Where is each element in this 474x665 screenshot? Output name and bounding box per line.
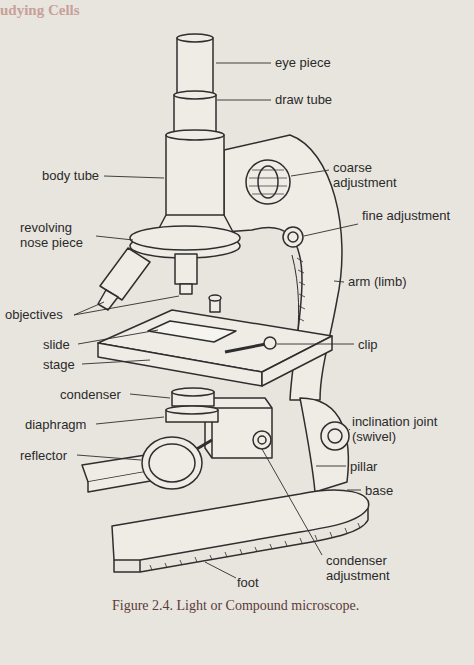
part-label: foot — [237, 575, 259, 590]
part-label: stage — [43, 357, 75, 372]
part-label: diaphragm — [25, 417, 86, 432]
part-label: objectives — [5, 307, 63, 322]
part-label: draw tube — [275, 92, 332, 107]
figure-caption: Figure 2.4. Light or Compound microscope… — [112, 598, 359, 614]
part-label: fine adjustment — [362, 208, 454, 223]
part-label: condenser — [60, 387, 121, 402]
part-label: inclination joint (swivel) — [352, 414, 470, 444]
part-label: eye piece — [275, 55, 331, 70]
part-label: reflector — [20, 448, 67, 463]
part-label: condenser adjustment — [326, 553, 418, 583]
running-header: udying Cells — [0, 2, 80, 19]
part-label: revolving nose piece — [20, 220, 100, 250]
part-label: coarse adjustment — [333, 160, 425, 190]
part-label: arm (limb) — [348, 274, 407, 289]
part-label: slide — [43, 337, 70, 352]
part-label: base — [365, 483, 393, 498]
part-label: pillar — [350, 459, 377, 474]
part-label: body tube — [42, 168, 99, 183]
part-label: clip — [358, 337, 378, 352]
